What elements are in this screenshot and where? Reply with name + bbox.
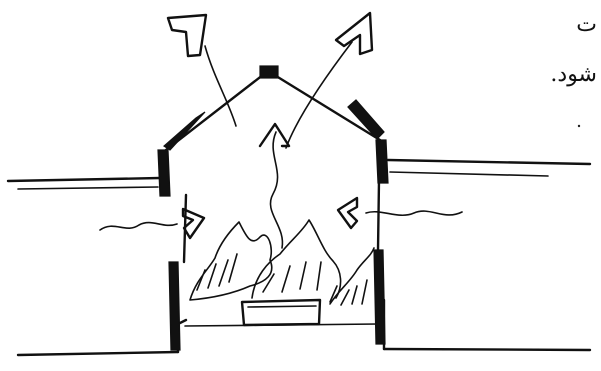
middle-vent-left (158, 150, 170, 196)
exhaust-flow-left (205, 46, 236, 126)
exhaust-flow-right (286, 42, 352, 148)
side-wall-right (378, 180, 379, 250)
planter-box (242, 300, 320, 325)
central-warm-air-path (270, 132, 282, 248)
ground-line-left (18, 352, 178, 355)
foliage-right (330, 248, 374, 304)
exterior-level-right (388, 160, 590, 164)
arabic-text-bottom: شود. (550, 62, 597, 87)
foliage-left (190, 222, 272, 300)
exterior-level-right-2 (390, 172, 548, 176)
roof-vent-left (164, 112, 205, 150)
exhaust-arrow-right (336, 13, 372, 54)
ridge-vent (260, 66, 278, 78)
foliage-right-detail (330, 280, 367, 305)
arabic-text-top: ت (576, 12, 597, 37)
margin-dot (578, 125, 580, 127)
middle-vent-right (376, 140, 388, 183)
exterior-level-left-2 (18, 187, 158, 189)
exterior-level-left (8, 178, 160, 181)
lower-vent-left (169, 262, 180, 350)
incoming-arrow-right (338, 198, 357, 228)
foliage-left-detail (197, 254, 237, 290)
foliage-center (252, 220, 341, 298)
roof-vent-right (348, 100, 384, 139)
planter-box-rim (248, 306, 316, 307)
exhaust-arrow-left (168, 15, 206, 56)
incoming-flow-left (100, 223, 177, 230)
ground-line-right (384, 349, 590, 350)
incoming-flow-right (366, 211, 462, 215)
lower-vent-right (374, 250, 385, 344)
